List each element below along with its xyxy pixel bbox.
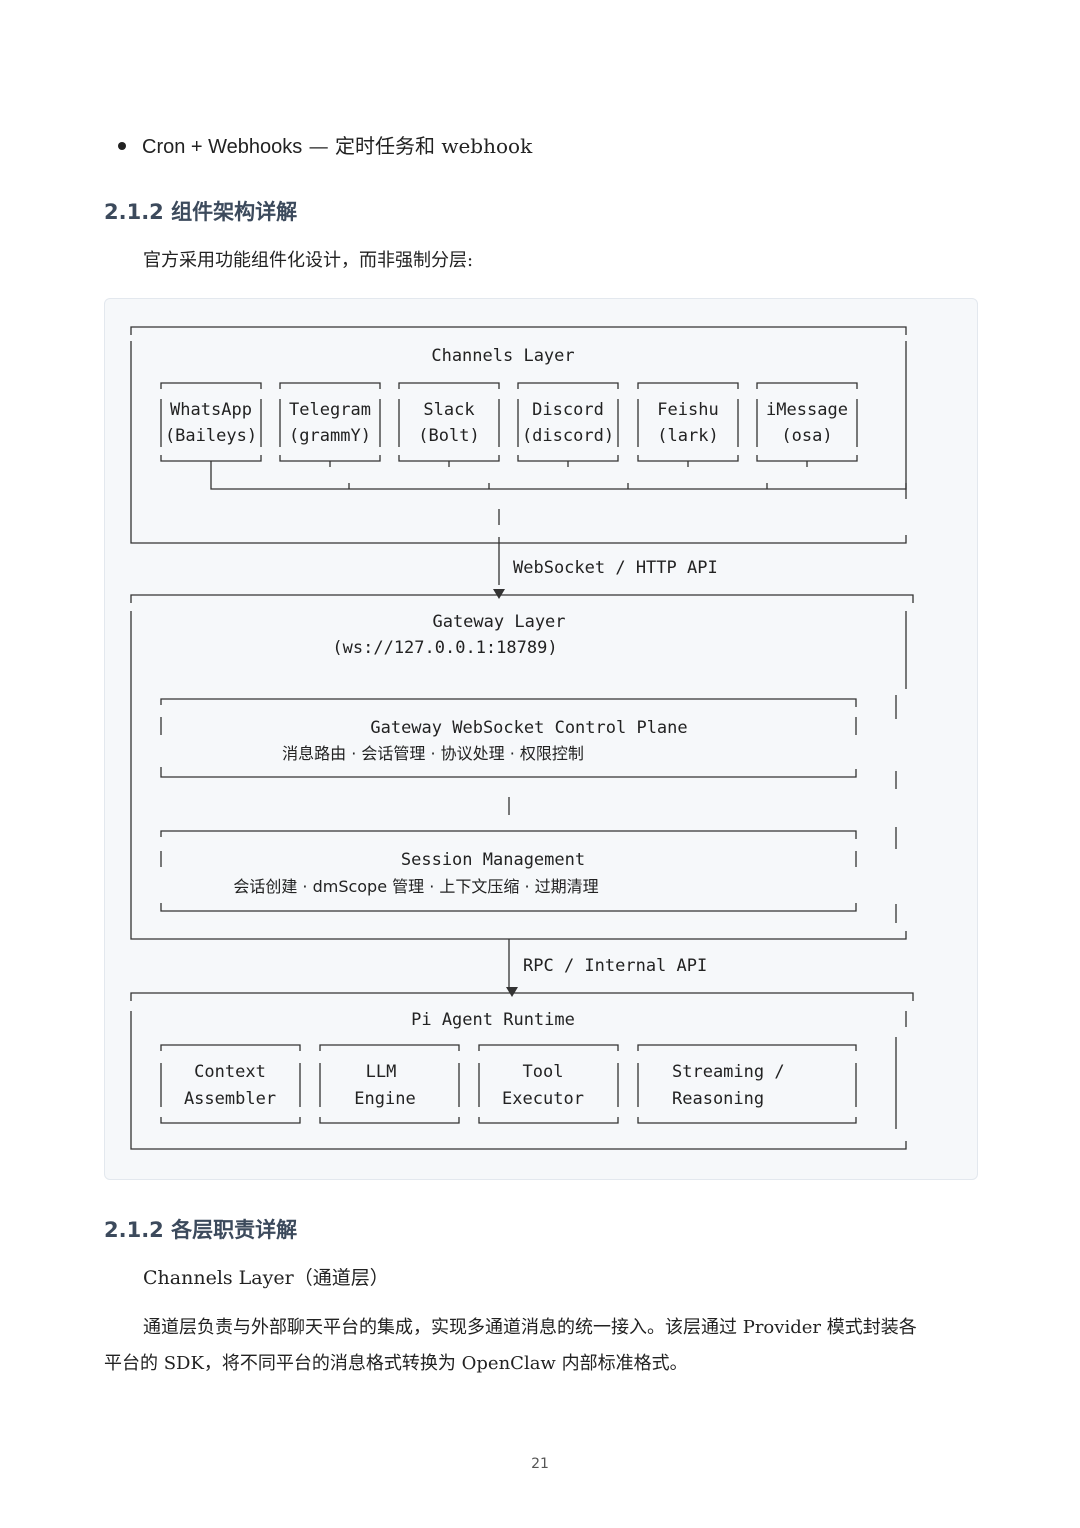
control-plane-title: Gateway WebSocket Control Plane (370, 718, 687, 738)
channel-name: Feishu (657, 400, 718, 420)
channels-layer-title: Channels Layer (431, 346, 574, 366)
gateway-layer-title: Gateway Layer (432, 612, 565, 632)
channel-lib: (Baileys) (165, 426, 257, 446)
page-number: 21 (531, 1456, 549, 1472)
section-heading-layers: 2.1.2 各层职责详解 (104, 1218, 298, 1242)
diagram-svg: Channels Layer WhatsApp (Baileys) Telegr… (130, 326, 914, 1150)
bullet-item: Cron + Webhooks — 定时任务和 webhook (118, 131, 532, 162)
bullet-dot (118, 141, 126, 150)
channel-name: Slack (423, 400, 474, 420)
link-label-rpc: RPC / Internal API (523, 956, 707, 976)
channel-name: Telegram (289, 400, 371, 420)
channel-name: iMessage (766, 400, 848, 420)
section-heading-components: 2.1.2 组件架构详解 (104, 200, 298, 224)
runtime-component-line2: Reasoning (672, 1089, 764, 1109)
architecture-diagram: Channels Layer WhatsApp (Baileys) Telegr… (104, 298, 978, 1180)
channel-lib: (Bolt) (418, 426, 479, 446)
channel-lib: (osa) (781, 426, 832, 446)
control-plane-items: 消息路由 · 会话管理 · 协议处理 · 权限控制 (282, 744, 584, 763)
link-label-websocket: WebSocket / HTTP API (513, 558, 718, 578)
channel-lib: (discord) (522, 426, 614, 446)
diagram-lines (130, 326, 914, 1150)
bullet-text: — 定时任务和 webhook (302, 134, 533, 158)
body-paragraph-line1: 通道层负责与外部聊天平台的集成，实现多通道消息的统一接入。该层通过 Provid… (143, 1317, 917, 1338)
sub-heading-channels: Channels Layer（通道层） (143, 1267, 389, 1289)
gateway-address: (ws://127.0.0.1:18789) (332, 638, 557, 658)
channel-lib: (grammY) (289, 426, 371, 446)
channel-name: WhatsApp (170, 400, 252, 420)
runtime-component-line2: Executor (502, 1089, 584, 1109)
runtime-component-line1: LLM (366, 1062, 397, 1082)
runtime-component-line2: Engine (354, 1089, 415, 1109)
runtime-component-line1: Streaming / (672, 1062, 785, 1082)
runtime-layer-title: Pi Agent Runtime (411, 1010, 575, 1030)
session-management-items: 会话创建 · dmScope 管理 · 上下文压缩 · 过期清理 (233, 877, 598, 896)
intro-paragraph: 官方采用功能组件化设计，而非强制分层: (143, 250, 474, 271)
bullet-strong: Cron + Webhooks (142, 136, 303, 158)
runtime-component-line1: Tool (523, 1062, 564, 1082)
runtime-component-line2: Assembler (184, 1089, 276, 1109)
runtime-component-line1: Context (194, 1062, 266, 1082)
channel-name: Discord (532, 400, 604, 420)
session-management-title: Session Management (401, 850, 585, 870)
channel-lib: (lark) (657, 426, 718, 446)
body-paragraph-line2: 平台的 SDK，将不同平台的消息格式转换为 OpenClaw 内部标准格式。 (104, 1353, 688, 1374)
